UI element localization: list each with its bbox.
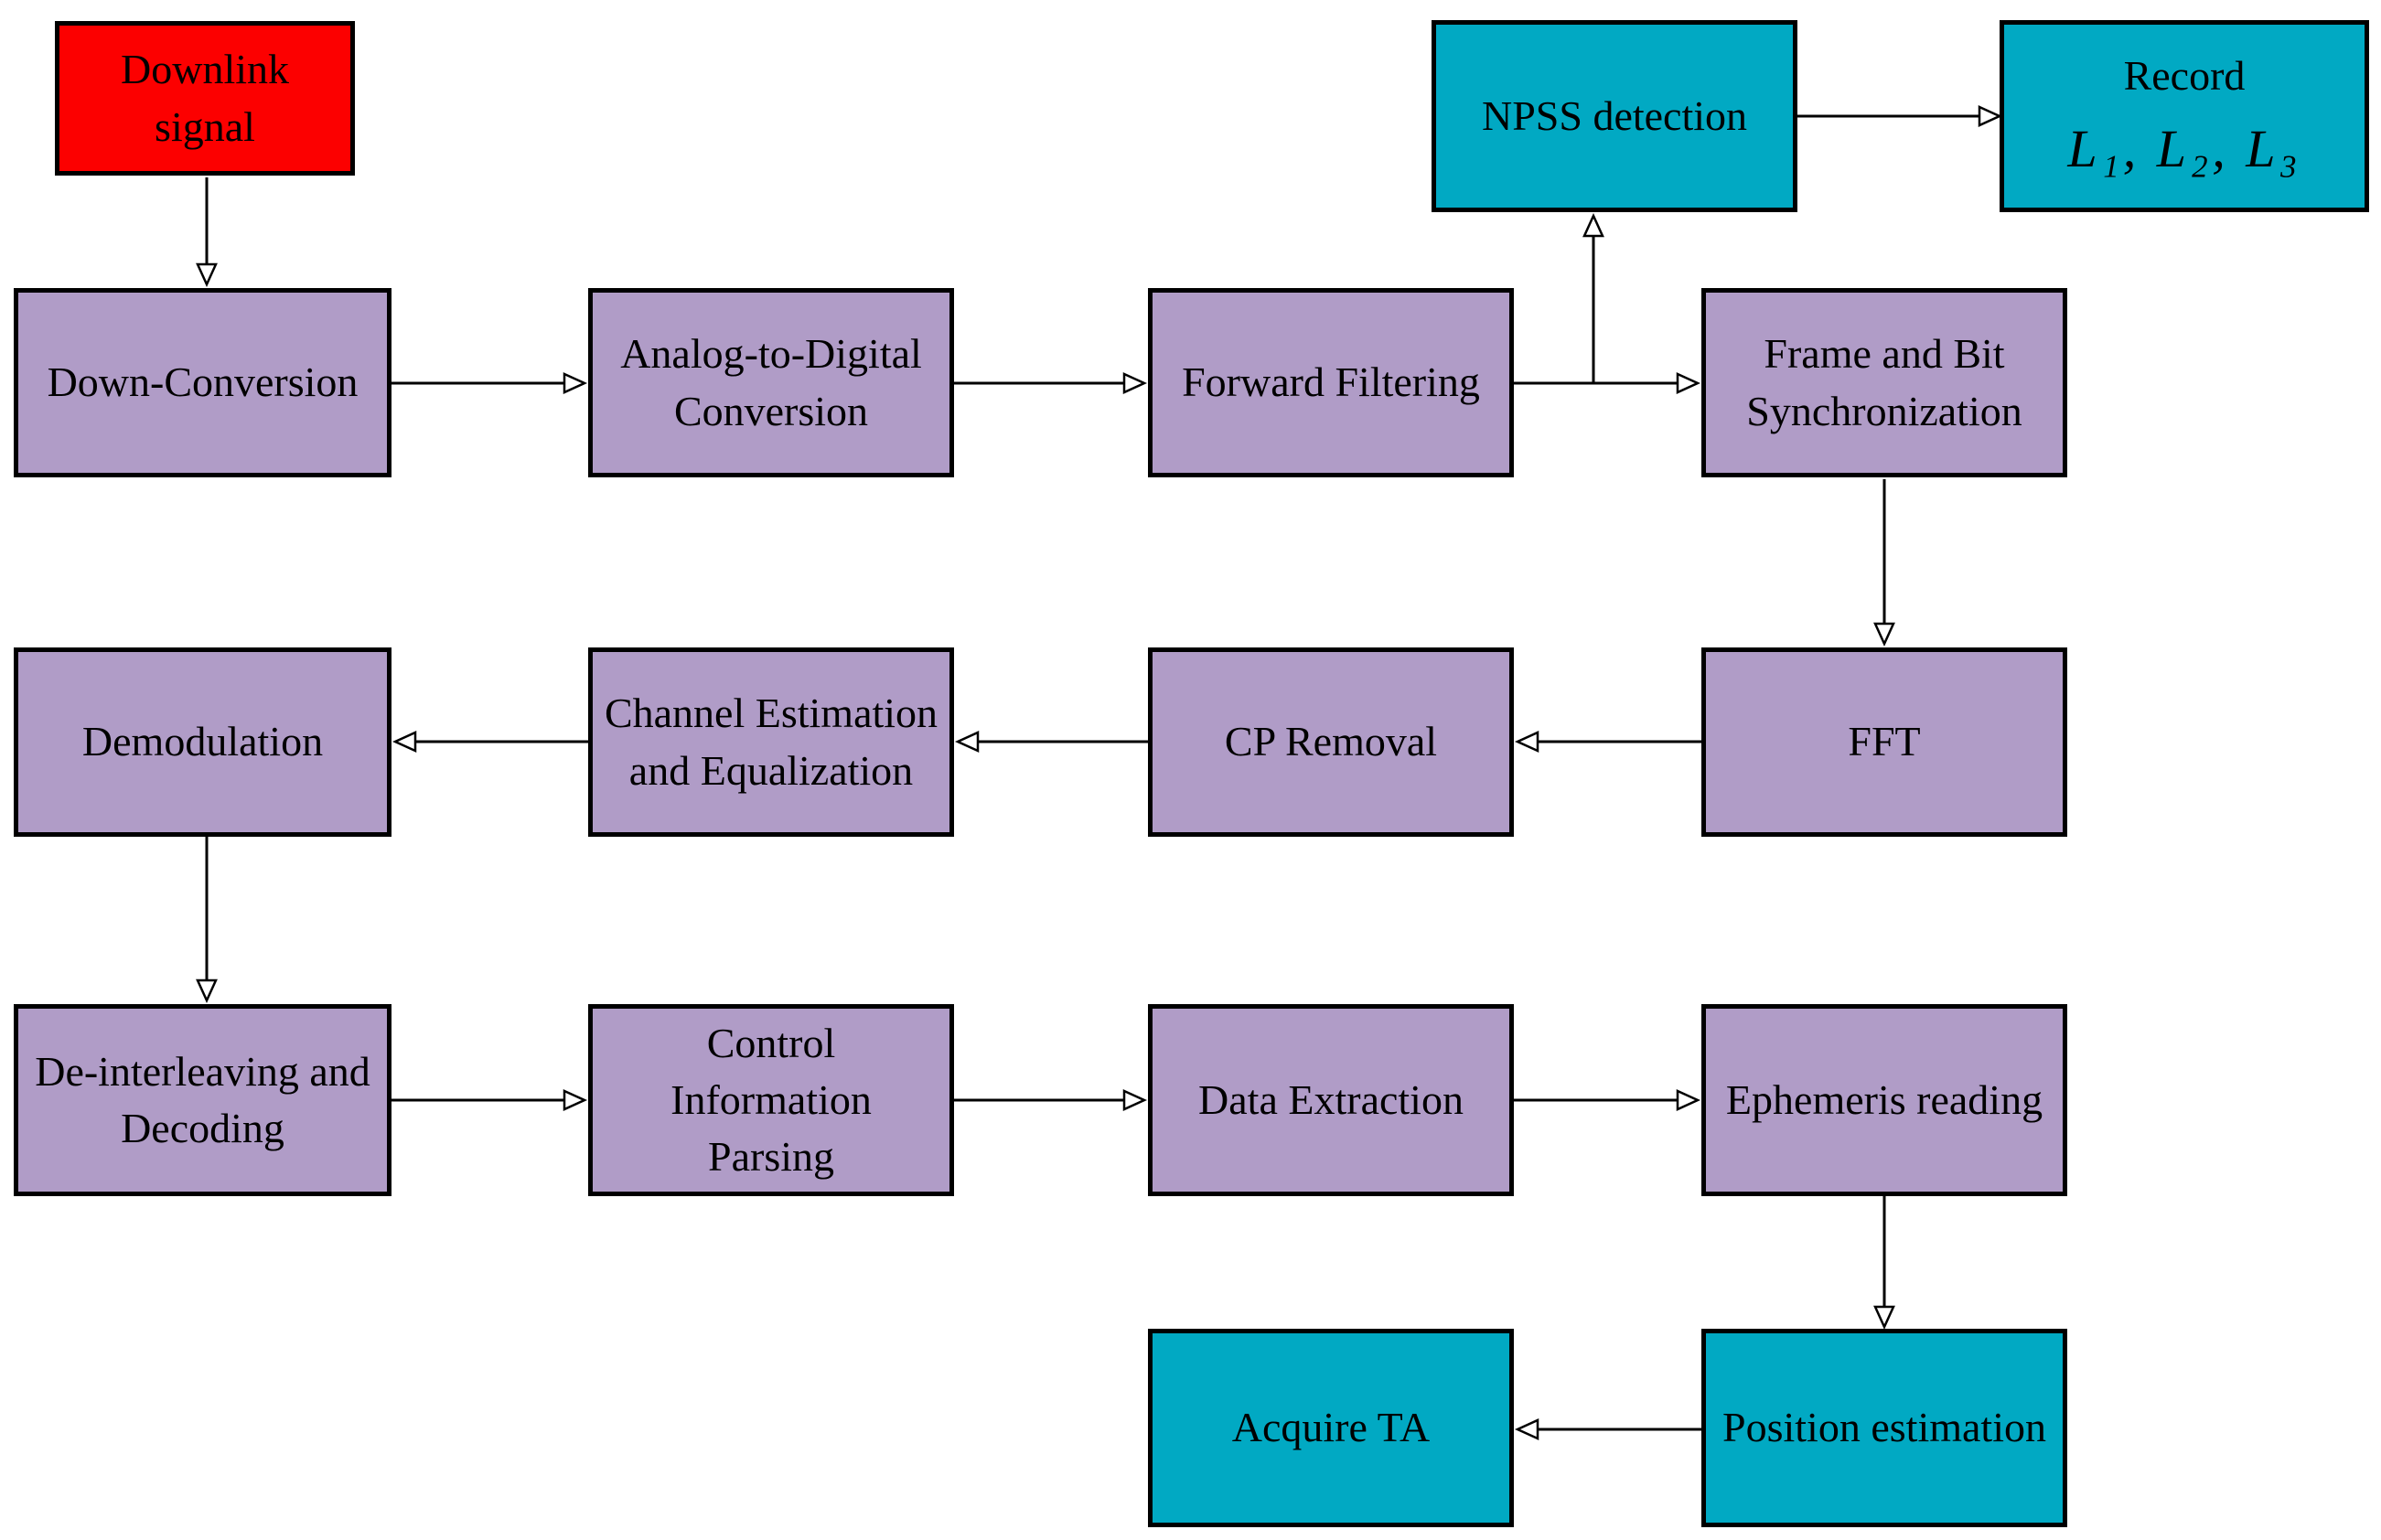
node-data-extraction-label: Data Extraction <box>1198 1075 1464 1123</box>
node-demodulation-label: Demodulation <box>81 718 324 765</box>
node-forward-filtering-label: Forward Filtering <box>1182 358 1480 406</box>
node-record: Record L₁, L₂, L₃ <box>2000 20 2369 212</box>
node-down-conversion: Down-Conversion <box>14 288 391 477</box>
node-cp-removal: CP Removal <box>1148 647 1514 837</box>
node-record-title: Record <box>2123 51 2246 99</box>
node-down-conversion-label: Down-Conversion <box>47 358 359 406</box>
node-ephemeris-reading: Ephemeris reading <box>1701 1004 2067 1196</box>
node-frame-and-bit-synchronization: Frame and Bit Synchronization <box>1701 288 2067 477</box>
node-downlink-signal-label: Downlink signal <box>121 46 289 150</box>
node-npss-detection-label: NPSS detection <box>1481 91 1748 139</box>
node-ephemeris-label: Ephemeris reading <box>1725 1075 2043 1123</box>
node-data-extraction: Data Extraction <box>1148 1004 1514 1196</box>
node-channel-estimation-and-equalization: Channel Estimation and Equalization <box>588 647 954 837</box>
node-npss-detection: NPSS detection <box>1432 20 1797 212</box>
node-control-parsing-label: Control Information Parsing <box>670 1019 872 1181</box>
node-position-est-label: Position estimation <box>1722 1404 2046 1451</box>
node-record-values: L₁, L₂, L₃ <box>2067 118 2301 178</box>
node-channel-est-label: Channel Estimation and Equalization <box>604 690 938 794</box>
node-cp-removal-label: CP Removal <box>1224 718 1438 765</box>
node-deinterleaving-label: De-interleaving and Decoding <box>35 1047 370 1151</box>
node-demodulation: Demodulation <box>14 647 391 837</box>
node-analog-to-digital-conversion: Analog-to-Digital Conversion <box>588 288 954 477</box>
node-acquire-ta-label: Acquire TA <box>1231 1404 1431 1451</box>
node-control-information-parsing: Control Information Parsing <box>588 1004 954 1196</box>
node-downlink-signal: Downlink signal <box>55 21 355 176</box>
node-frame-bit-sync-label: Frame and Bit Synchronization <box>1746 330 2022 434</box>
node-adc-label: Analog-to-Digital Conversion <box>620 330 922 434</box>
node-fft: FFT <box>1701 647 2067 837</box>
node-acquire-ta: Acquire TA <box>1148 1329 1514 1527</box>
node-forward-filtering: Forward Filtering <box>1148 288 1514 477</box>
node-fft-label: FFT <box>1848 718 1921 765</box>
node-deinterleaving-and-decoding: De-interleaving and Decoding <box>14 1004 391 1196</box>
node-position-estimation: Position estimation <box>1701 1329 2067 1527</box>
